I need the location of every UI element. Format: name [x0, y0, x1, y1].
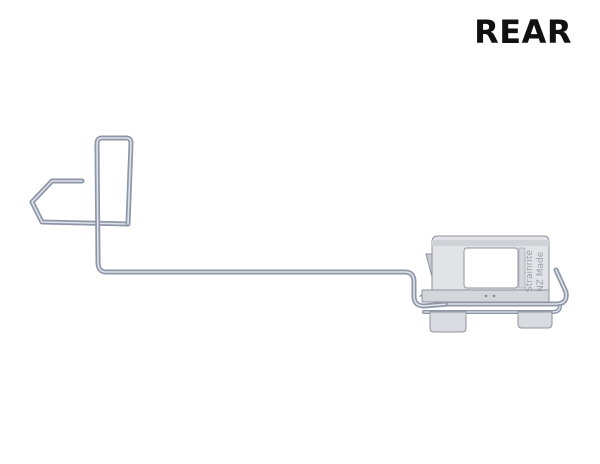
- clip-lower-tab-left: [429, 311, 467, 333]
- upright-loop: [94, 135, 451, 309]
- stamp-line-1: Strainrite: [525, 250, 535, 292]
- view-label: REAR: [474, 13, 572, 51]
- clip-window: [463, 247, 519, 289]
- clip-lower-tab-right: [517, 311, 553, 329]
- stamp-line-2: NZ Made: [536, 251, 546, 292]
- lower-return-wire: [422, 304, 562, 314]
- tensioner-clip: Strainrite NZ Made: [418, 235, 553, 333]
